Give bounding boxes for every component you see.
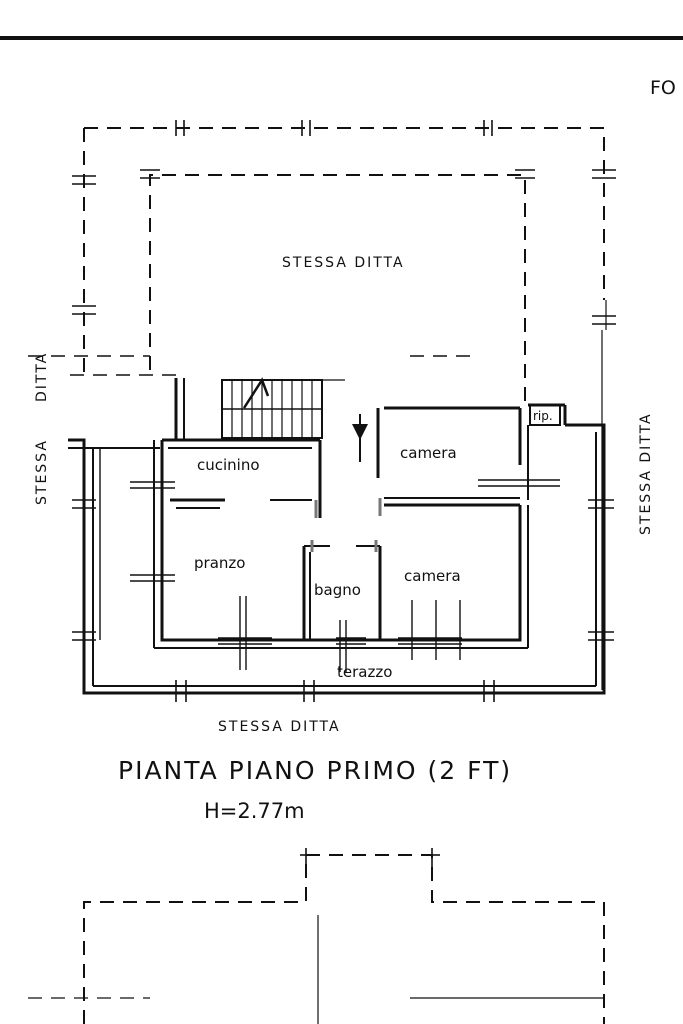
neighbor-left-label: STESSA [34, 439, 50, 505]
corner-label: FO [650, 77, 676, 99]
terrace-label: terazzo [337, 663, 392, 681]
lower-plan [28, 848, 605, 1024]
small-room-label: rip. [533, 409, 553, 423]
small-room-outline [529, 404, 561, 426]
window-marks [99, 448, 560, 672]
neighbor-right-label: STESSA DITTA [638, 412, 654, 535]
staircase [221, 377, 345, 439]
room-dining-label: pranzo [194, 554, 245, 572]
building-outline [68, 423, 606, 695]
neighbor-bottom-label: STESSA DITTA [218, 719, 341, 735]
neighbor-left-outer-label: DITTA [34, 352, 50, 402]
room-kitchen-label: cucinino [197, 456, 260, 474]
room-bedroom-1-label: camera [400, 444, 457, 462]
neighbor-top-label: STESSA DITTA [282, 255, 405, 271]
door-jambs [310, 498, 382, 552]
room-bath-label: bagno [314, 581, 361, 599]
apartment-walls [153, 378, 567, 649]
room-bedroom-2-label: camera [404, 567, 461, 585]
top-neighbor-boundary [28, 174, 526, 405]
plan-title: PIANTA PIANO PRIMO (2 FT) [118, 756, 512, 785]
outer-boundary [83, 127, 607, 690]
plan-height: H=2.77m [204, 799, 305, 823]
arrow-down-icon [352, 414, 368, 462]
